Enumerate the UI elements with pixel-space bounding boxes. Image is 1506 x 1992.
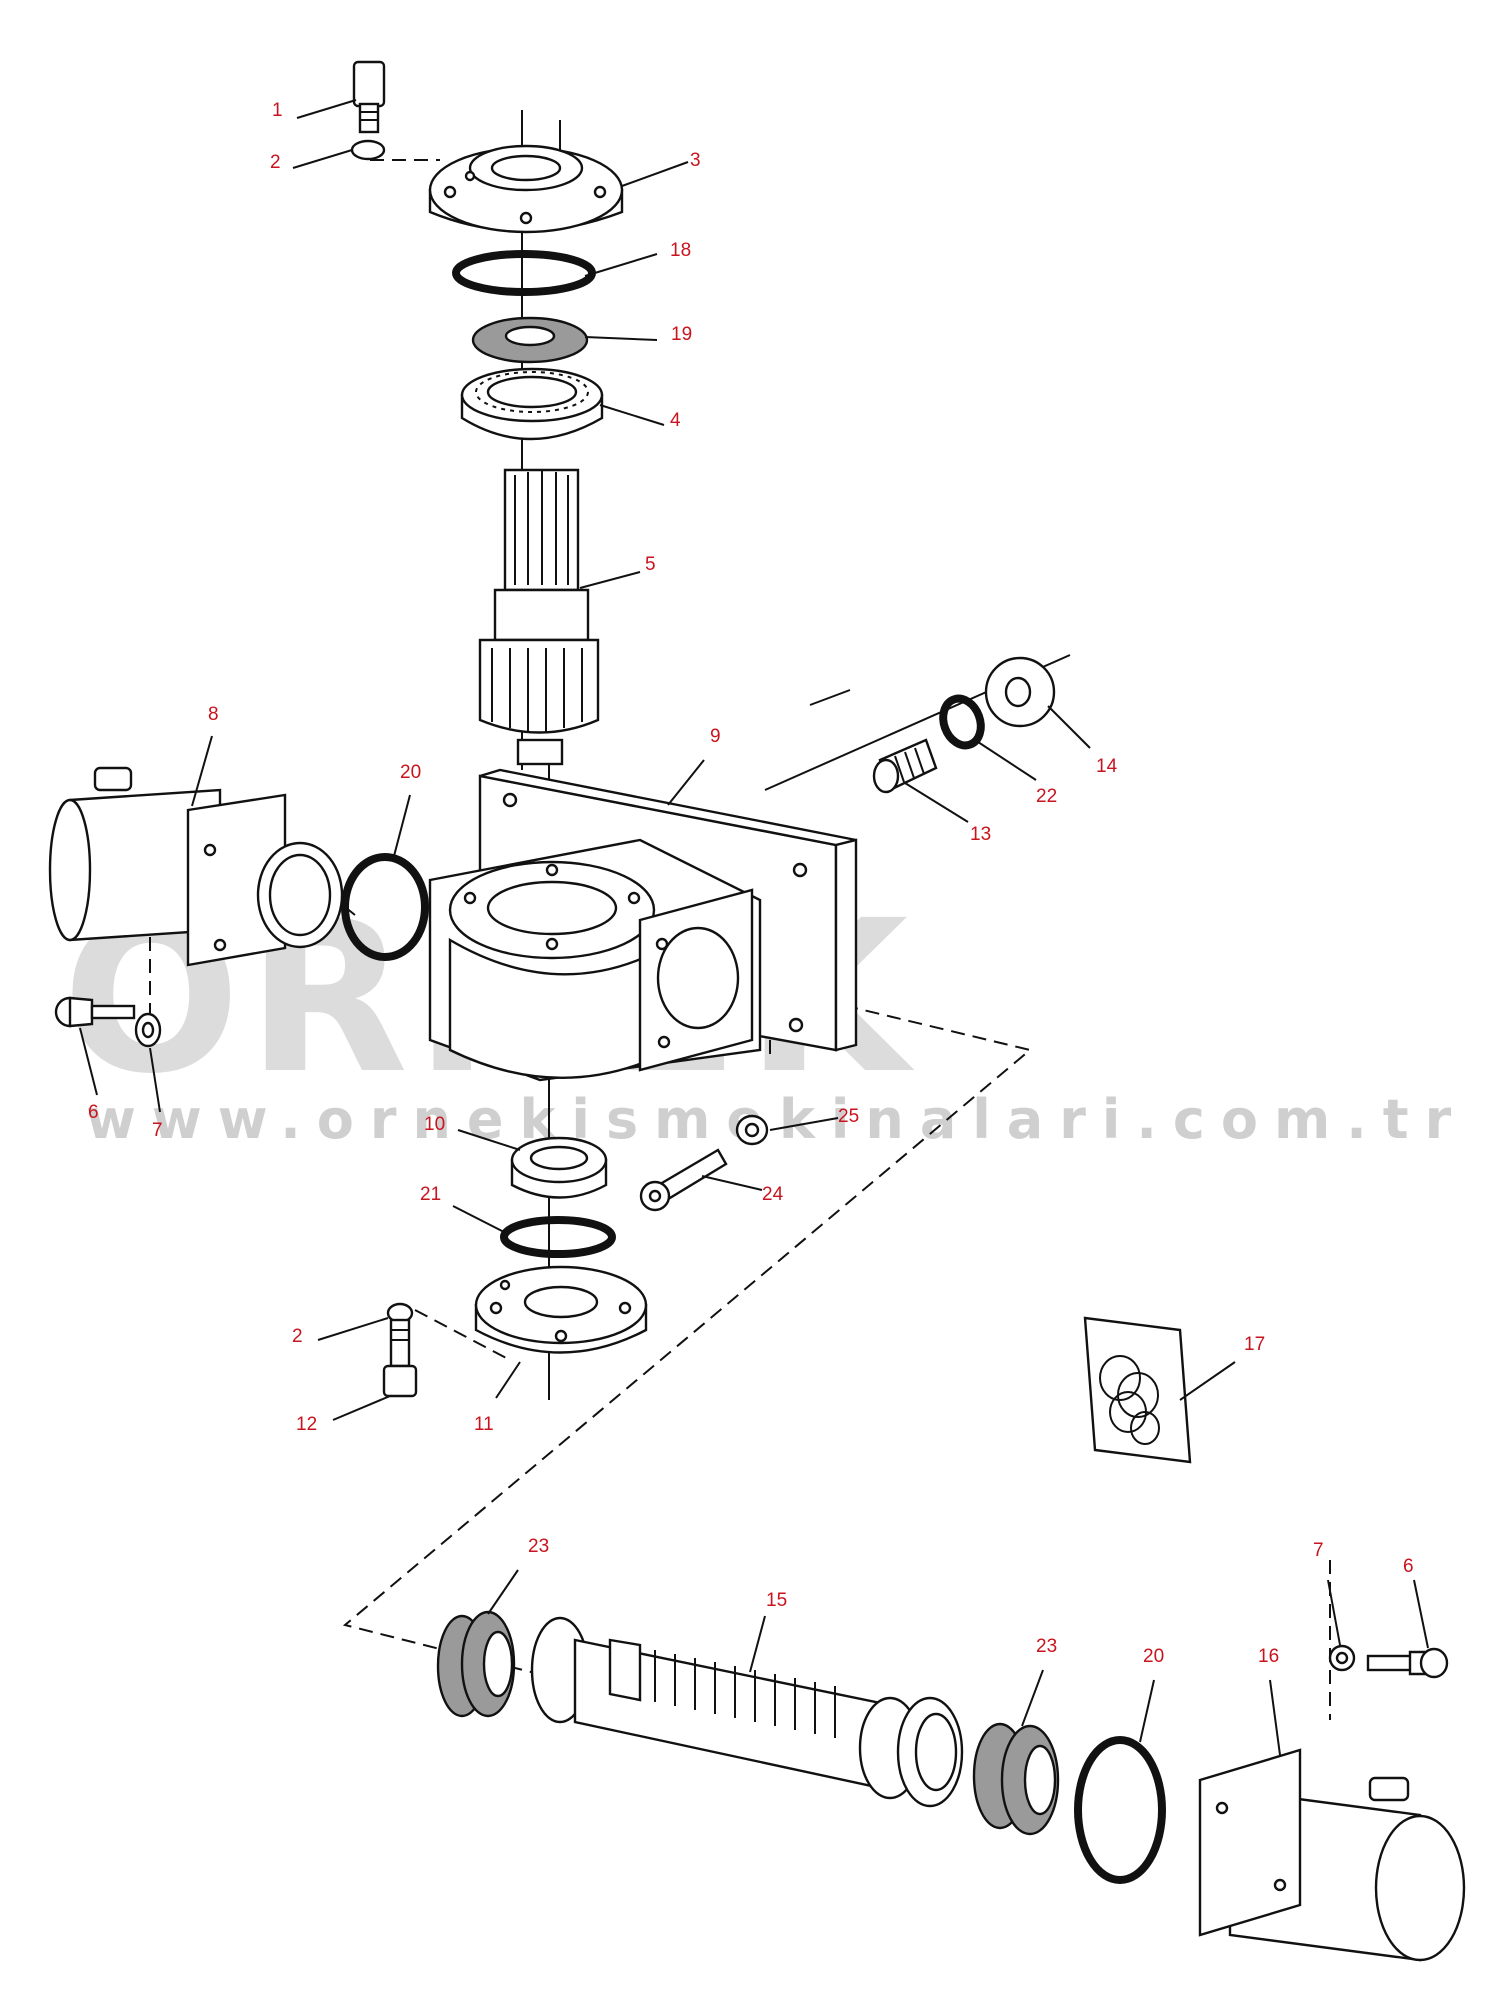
o-ring-part-18 bbox=[452, 250, 596, 296]
bearing-part-10 bbox=[510, 1136, 608, 1199]
pinion-shaft-part-5 bbox=[478, 468, 600, 766]
callout-4: 4 bbox=[670, 410, 681, 431]
washer-part-2-top bbox=[350, 139, 386, 161]
o-ring-part-20-right bbox=[1074, 1736, 1166, 1884]
callout-13: 13 bbox=[970, 824, 991, 845]
gearbox-housing bbox=[428, 838, 762, 1082]
callout-24: 24 bbox=[762, 1184, 784, 1205]
callout-6-left: 6 bbox=[88, 1102, 99, 1123]
callout-2-top: 2 bbox=[270, 152, 281, 173]
callout-20-left: 20 bbox=[400, 762, 421, 783]
callout-18: 18 bbox=[670, 240, 691, 261]
callout-labels: 1 2 3 18 19 4 5 8 9 20 13 22 14 6 7 10 2… bbox=[88, 100, 1414, 1667]
callout-7-right: 7 bbox=[1313, 1540, 1324, 1561]
rack-piston-part-15 bbox=[530, 1616, 964, 1808]
callout-20-right: 20 bbox=[1143, 1646, 1164, 1667]
callout-10: 10 bbox=[424, 1114, 445, 1135]
washer-part-25 bbox=[735, 1114, 769, 1146]
cap-screw-part-24 bbox=[639, 1148, 728, 1212]
o-ring-part-21 bbox=[500, 1216, 616, 1258]
callout-9: 9 bbox=[710, 726, 721, 747]
callout-17: 17 bbox=[1244, 1334, 1265, 1355]
callout-7-left: 7 bbox=[152, 1120, 163, 1141]
callout-16: 16 bbox=[1258, 1646, 1279, 1667]
washer-part-7-right bbox=[1328, 1644, 1356, 1672]
callout-5: 5 bbox=[645, 554, 656, 575]
o-ring-part-22 bbox=[939, 694, 985, 750]
callout-1: 1 bbox=[272, 100, 283, 121]
piston-seal-part-23-right bbox=[972, 1722, 1060, 1836]
piston-seal-part-23-left bbox=[436, 1610, 516, 1718]
callout-11: 11 bbox=[474, 1414, 494, 1435]
plug-part-13 bbox=[872, 738, 938, 794]
seal-part-19 bbox=[471, 316, 589, 364]
cap-screw-part-6-right bbox=[1366, 1647, 1449, 1679]
callout-3: 3 bbox=[690, 150, 701, 171]
o-ring-part-20-left bbox=[341, 853, 429, 961]
callout-21: 21 bbox=[420, 1184, 441, 1205]
callout-19: 19 bbox=[671, 324, 692, 345]
callout-23-right: 23 bbox=[1036, 1636, 1057, 1657]
bottom-flange-part-11 bbox=[474, 1265, 648, 1354]
washer-part-7-left bbox=[134, 1012, 162, 1048]
leader-lines bbox=[79, 99, 1429, 1756]
seal-kit-part-17 bbox=[1083, 1316, 1192, 1464]
callout-22: 22 bbox=[1036, 786, 1057, 807]
callout-2-bottom: 2 bbox=[292, 1326, 303, 1347]
cap-screw-part-6-left bbox=[54, 996, 136, 1028]
callout-12: 12 bbox=[296, 1414, 317, 1435]
callout-14: 14 bbox=[1096, 756, 1118, 777]
callout-25: 25 bbox=[838, 1106, 859, 1127]
flange-cover-part-3 bbox=[428, 144, 624, 234]
watermark-url: www.ornekismekinalari.com.tr bbox=[86, 1088, 1467, 1151]
callout-15: 15 bbox=[766, 1590, 787, 1611]
bolt-part-1 bbox=[352, 60, 386, 134]
lock-nut-part-14 bbox=[984, 656, 1056, 728]
bearing-part-4 bbox=[460, 367, 604, 441]
callout-23-left: 23 bbox=[528, 1536, 549, 1557]
cylinder-part-16 bbox=[1198, 1748, 1466, 1962]
cylinder-part-8 bbox=[48, 766, 344, 967]
callout-6-right: 6 bbox=[1403, 1556, 1414, 1577]
callout-8: 8 bbox=[208, 704, 219, 725]
bolt-part-12 bbox=[382, 1318, 418, 1398]
